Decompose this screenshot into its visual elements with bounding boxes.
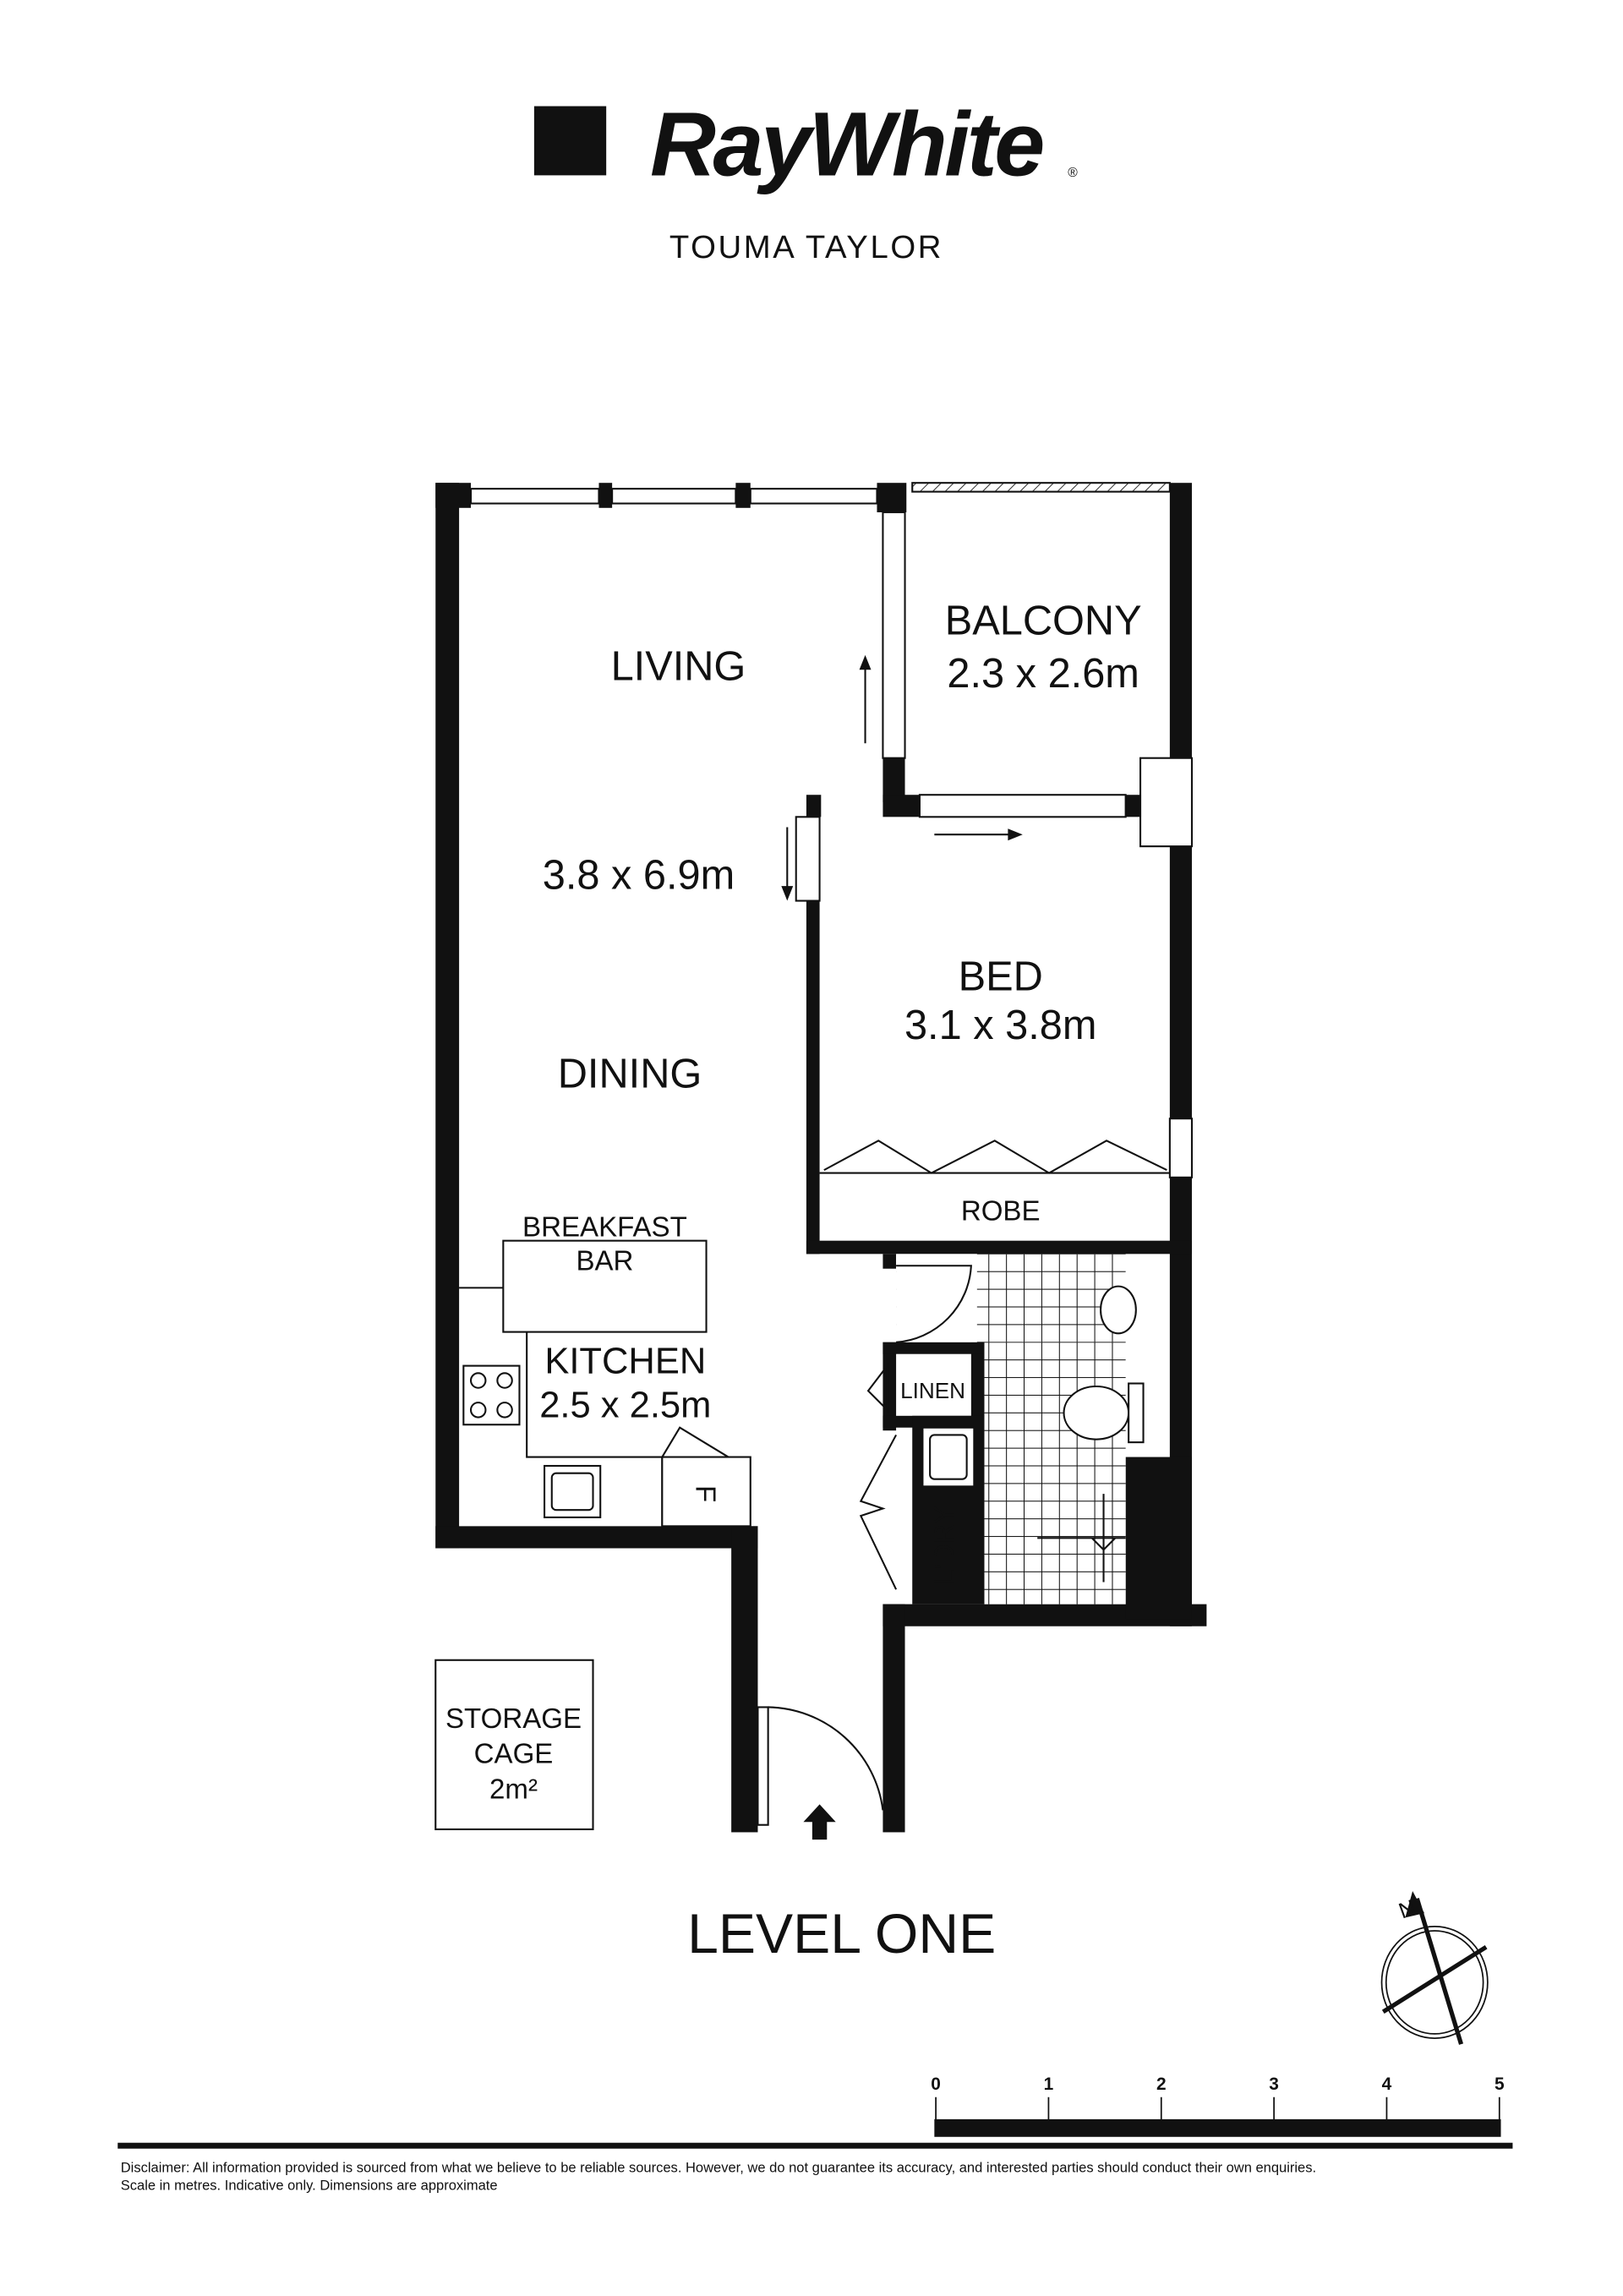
shower-icon <box>1037 1494 1126 1583</box>
living-label: LIVING <box>611 643 746 689</box>
office-name: TOUMA TAYLOR <box>669 229 943 265</box>
logo-square <box>533 106 607 176</box>
windows <box>469 482 1194 1178</box>
balcony-label: BALCONY <box>945 598 1142 643</box>
dining-label: DINING <box>558 1052 702 1097</box>
raywhite-logo: RayWhite ® <box>533 92 1078 194</box>
disclaimer-line-2: Scale in metres. Indicative only. Dimens… <box>121 2177 498 2193</box>
bed-dims: 3.1 x 3.8m <box>904 1003 1096 1048</box>
breakfast-bar-label-2: BAR <box>576 1245 633 1276</box>
logo-brand-text: RayWhite <box>650 92 1043 194</box>
toilet-icon <box>1063 1385 1130 1440</box>
cooktop-icon <box>462 1364 521 1426</box>
robe-label: ROBE <box>961 1195 1041 1227</box>
linen-label: LINEN <box>900 1378 965 1403</box>
bathroom-tiles <box>896 1254 1145 1604</box>
arrow-down-icon <box>781 886 794 901</box>
scale-tick-label: 3 <box>1269 2075 1279 2094</box>
arrow-up-icon <box>859 654 872 670</box>
storage-label-2: CAGE <box>474 1739 554 1770</box>
kitchen-fixtures <box>459 1239 751 1528</box>
footer-rule <box>117 2142 1513 2149</box>
robe-doors <box>819 1140 1170 1174</box>
registered-mark: ® <box>1068 166 1078 180</box>
basin-icon <box>1100 1285 1137 1335</box>
entry-door <box>757 1706 884 1840</box>
arrow-right-icon <box>1008 828 1023 841</box>
kitchen-dims: 2.5 x 2.5m <box>539 1386 711 1426</box>
level-title: LEVEL ONE <box>687 1903 996 1965</box>
scale-tick-label: 1 <box>1044 2075 1054 2094</box>
fridge <box>661 1456 751 1528</box>
storage-cage <box>434 1659 594 1830</box>
storage-label: STORAGE <box>445 1703 582 1735</box>
entry-arrow-icon <box>803 1804 836 1840</box>
walls <box>435 483 1207 1833</box>
scale-tick-label: 5 <box>1495 2075 1505 2094</box>
kitchen-label: KITCHEN <box>544 1341 706 1381</box>
sliding-door-arrows <box>781 654 1023 901</box>
disclaimer-line-1: Disclaimer: All information provided is … <box>121 2160 1316 2176</box>
scale-bar: 0 1 2 3 4 5 <box>931 2075 1505 2137</box>
balcony-dims: 2.3 x 2.6m <box>947 651 1139 697</box>
living-dims: 3.8 x 6.9m <box>543 853 735 899</box>
laundry <box>859 1363 975 1590</box>
bed-label: BED <box>959 954 1043 1000</box>
laundry-label: L'DRY <box>929 1506 960 1585</box>
scale-tick-label: 0 <box>931 2075 941 2094</box>
breakfast-bar <box>502 1239 708 1333</box>
fridge-label: F <box>689 1485 720 1502</box>
storage-area: 2m² <box>489 1774 538 1805</box>
breakfast-bar-label: BREAKFAST <box>522 1211 687 1243</box>
scale-tick-label: 2 <box>1156 2075 1167 2094</box>
scale-tick-label: 4 <box>1382 2075 1392 2094</box>
compass-north-icon: N <box>1380 1891 1489 2045</box>
